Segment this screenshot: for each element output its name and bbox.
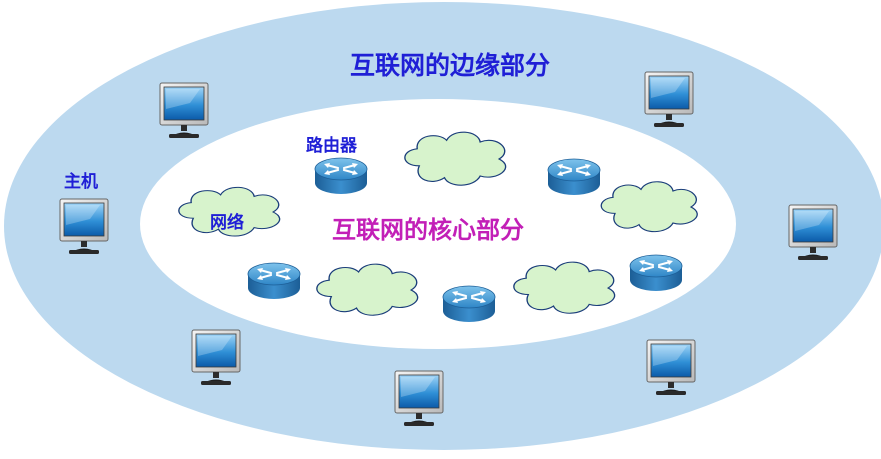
network-cloud-icon — [316, 263, 419, 316]
router-label: 路由器 — [306, 136, 357, 156]
router-icon — [628, 253, 684, 293]
network-cloud-icon — [404, 131, 507, 186]
core-region-title: 互联网的核心部分 — [332, 216, 524, 244]
router-icon — [441, 284, 497, 324]
router-icon — [246, 261, 302, 301]
host-label: 主机 — [64, 172, 98, 192]
edge-region-title: 互联网的边缘部分 — [349, 51, 550, 80]
router-icon — [546, 157, 602, 197]
router-icon — [313, 156, 369, 196]
network-cloud-icon — [513, 261, 616, 314]
network-label: 网络 — [210, 213, 244, 233]
network-cloud-icon — [600, 181, 698, 233]
